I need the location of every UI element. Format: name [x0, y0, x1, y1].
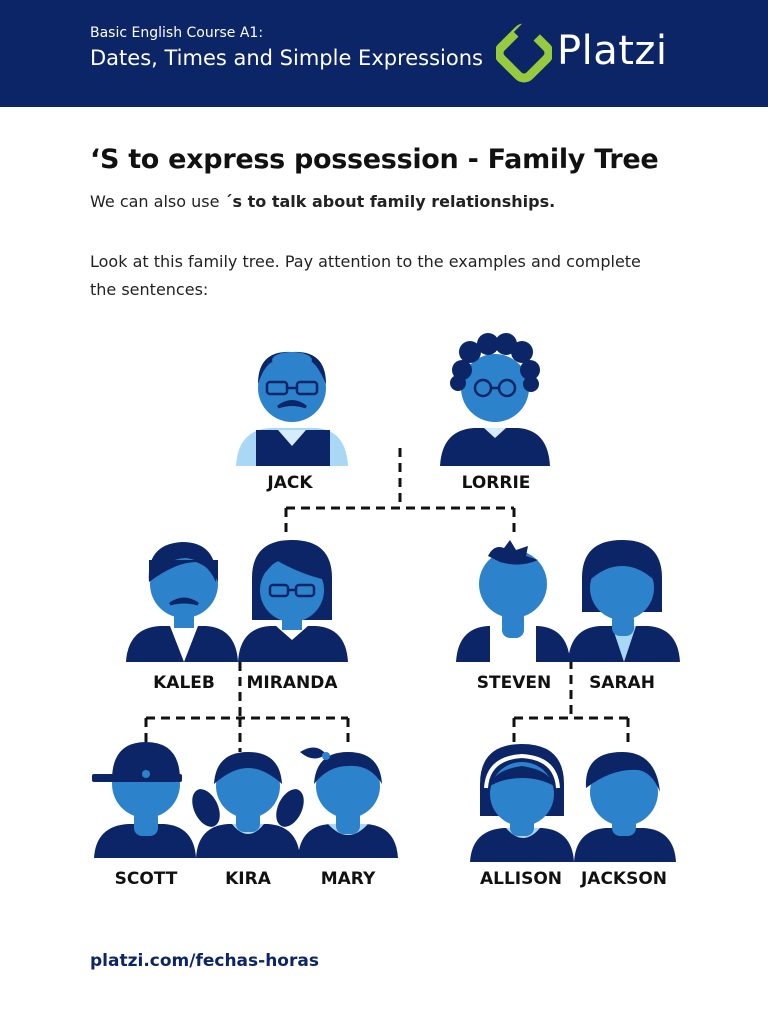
person-allison — [470, 744, 574, 862]
instructions-text: Look at this family tree. Pay attention … — [90, 252, 641, 299]
header-banner: Basic English Course A1: Dates, Times an… — [0, 0, 768, 107]
person-sarah — [568, 540, 680, 662]
intro-plain: We can also use — [90, 192, 225, 211]
intro-bold: ´s to talk about family relationships. — [224, 192, 556, 211]
name-miranda: MIRANDA — [247, 673, 339, 693]
name-kaleb: KALEB — [153, 673, 215, 693]
name-scott: SCOTT — [115, 869, 178, 889]
name-kira: KIRA — [225, 869, 272, 889]
person-jackson — [574, 752, 676, 862]
name-steven: STEVEN — [477, 673, 551, 693]
platzi-logo[interactable]: Platzi — [496, 22, 696, 84]
person-steven — [456, 540, 570, 662]
person-lorrie — [440, 333, 550, 466]
person-kira — [192, 752, 304, 858]
name-lorrie: LORRIE — [462, 473, 531, 493]
person-scott — [92, 742, 196, 858]
family-tree: .nm { font-family: "DejaVu Sans", sans-s… — [92, 333, 680, 889]
course-name: Basic English Course A1: — [90, 25, 264, 41]
footer-link[interactable]: platzi.com/fechas-horas — [90, 951, 319, 971]
person-mary — [298, 747, 398, 858]
name-jackson: JACKSON — [580, 869, 667, 889]
name-mary: MARY — [321, 869, 376, 889]
name-jack: JACK — [266, 473, 313, 493]
name-allison: ALLISON — [480, 869, 562, 889]
course-subtitle: Dates, Times and Simple Expressions — [90, 46, 483, 70]
name-sarah: SARAH — [589, 673, 655, 693]
person-jack — [236, 351, 348, 466]
platzi-wordmark: Platzi — [557, 28, 668, 74]
platzi-logo-icon — [496, 22, 552, 83]
person-miranda — [238, 540, 348, 662]
person-kaleb — [126, 542, 238, 662]
tree-connectors — [144, 448, 630, 752]
intro-text: We can also use ´s to talk about family … — [90, 192, 555, 211]
page-title: ‘S to express possession - Family Tree — [90, 144, 659, 175]
